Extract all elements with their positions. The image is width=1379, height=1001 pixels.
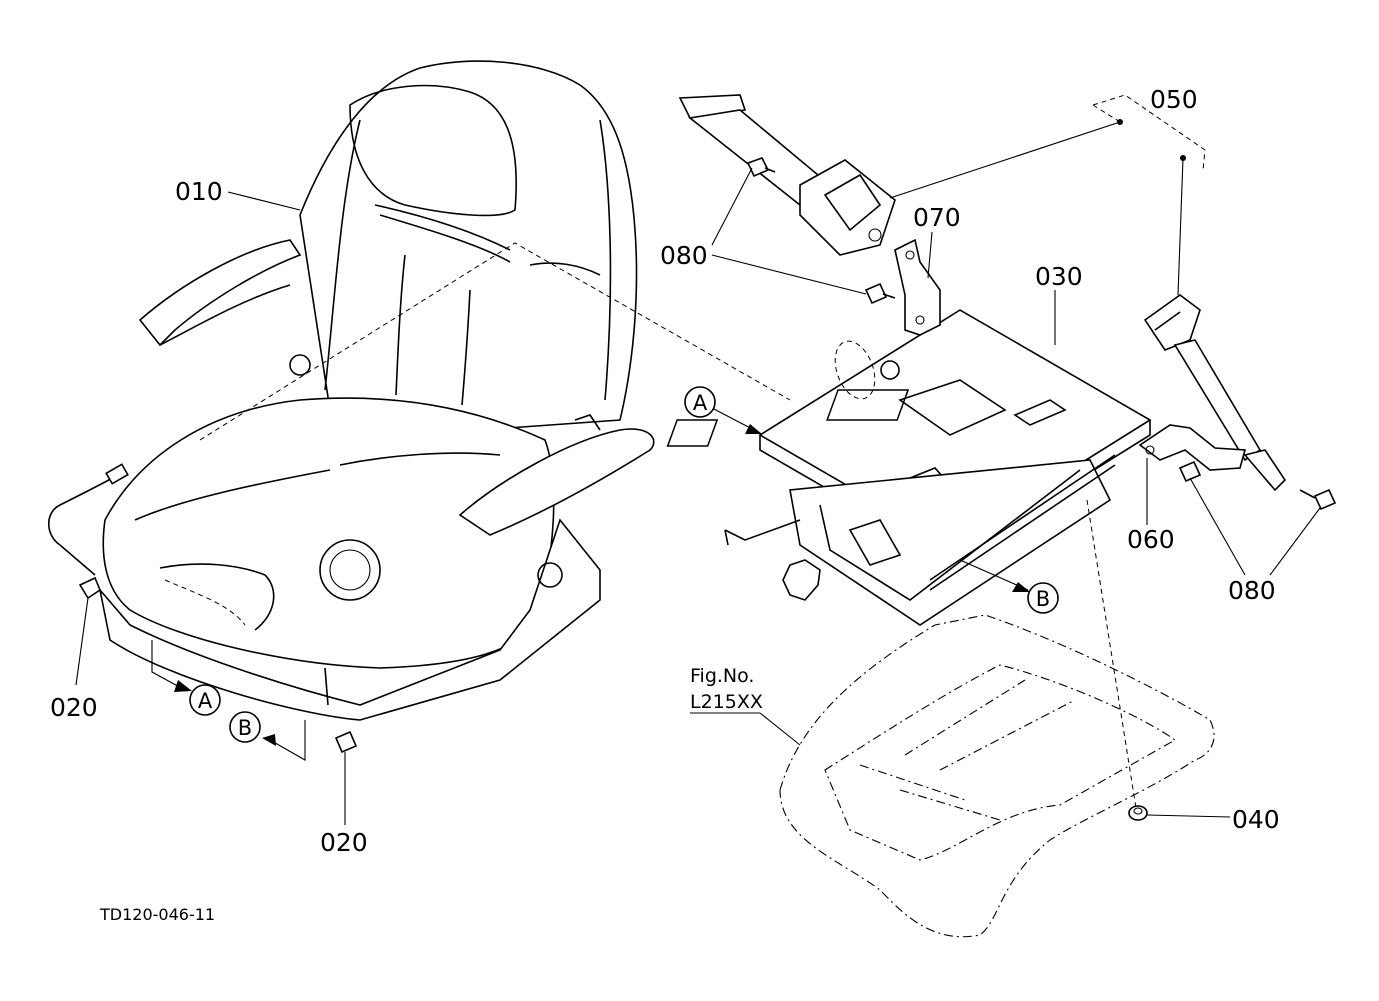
floor-plate [779, 614, 1215, 938]
bolt-080-right-a[interactable] [1178, 460, 1202, 483]
label-bracket-belt: 070 [913, 203, 961, 232]
bracket-070[interactable] [894, 238, 941, 336]
bolt-080-top-b[interactable] [864, 282, 896, 305]
bracket-060[interactable] [1138, 424, 1247, 471]
bolt-020-left[interactable] [78, 576, 101, 600]
reference-a-suspension: A [684, 386, 762, 434]
leader-lines [75, 94, 1321, 825]
label-bolt-top: 080 [660, 241, 708, 270]
reference-b-suspension: B [959, 559, 1059, 614]
ref-b-seat-text: B [238, 716, 252, 740]
nut-040[interactable] [1128, 805, 1148, 821]
bolt-080-right-b[interactable] [1299, 488, 1337, 511]
seat-assembly[interactable] [47, 60, 791, 721]
seatbelt-assembly[interactable] [678, 94, 1287, 492]
bolt-080-top-a[interactable] [746, 157, 776, 178]
label-seat: 010 [175, 177, 223, 206]
ref-a-seat-text: A [198, 689, 213, 713]
reference-b-seat: B [229, 711, 306, 761]
suspension-assembly[interactable] [666, 309, 1152, 626]
label-bracket-buckle: 060 [1127, 525, 1175, 554]
figure-ref-line2: L215XX [690, 691, 763, 713]
ref-a-suspension-text: A [693, 391, 708, 415]
label-suspension: 030 [1035, 262, 1083, 291]
label-nut: 040 [1232, 805, 1280, 834]
label-seatbelt: 050 [1150, 85, 1198, 114]
reference-a-seat: A [151, 640, 221, 716]
label-bolt-right: 080 [1228, 576, 1276, 605]
ref-b-suspension-text: B [1036, 587, 1050, 611]
bolt-020-bottom[interactable] [334, 730, 358, 754]
drawing-code: TD120-046-11 [99, 905, 215, 924]
label-bolt-left: 020 [50, 693, 98, 722]
label-bolt-bottom: 020 [320, 828, 368, 857]
figure-ref-line1: Fig.No. [690, 665, 754, 687]
